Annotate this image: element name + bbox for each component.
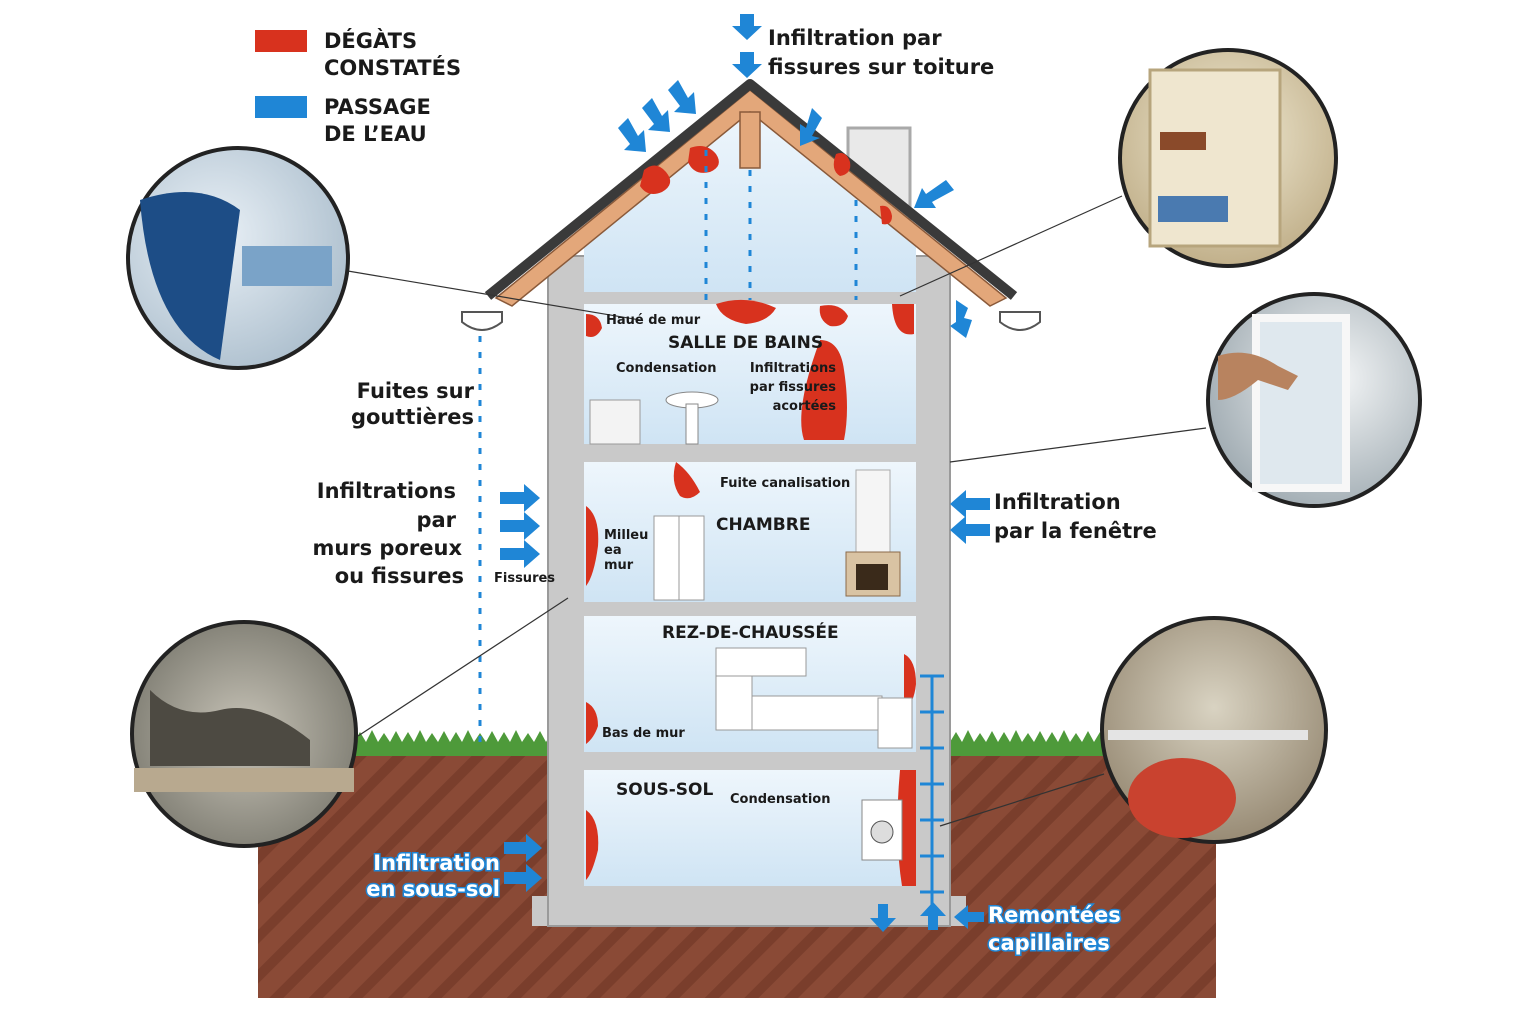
label-window-line1: Infiltration bbox=[994, 490, 1121, 514]
arrow-icon bbox=[504, 834, 542, 862]
legend-damage-line2: CONSTATÉS bbox=[324, 55, 461, 80]
label-basement-condensation: Condensation bbox=[730, 792, 830, 807]
washing-machine-icon bbox=[861, 799, 903, 861]
arrow-icon bbox=[920, 902, 946, 930]
drain-pipe bbox=[920, 674, 944, 920]
legend-water-line1: PASSAGE bbox=[324, 95, 431, 119]
legend-swatch-damage bbox=[255, 30, 307, 52]
label-walls-line4: ou fissures bbox=[335, 564, 464, 588]
arrow-icon bbox=[870, 904, 896, 932]
room-title-basement: SOUS-SOL bbox=[616, 780, 713, 800]
label-walls-line3: murs poreux bbox=[312, 536, 462, 560]
arrow-icon bbox=[800, 108, 822, 146]
label-bathroom-cracks-line3: acortées bbox=[773, 399, 837, 414]
label-basement-line2: en sous-sol bbox=[366, 877, 500, 901]
arrow-icon bbox=[500, 512, 540, 540]
photo-circle-pool-cover bbox=[126, 146, 350, 370]
arrow-icon bbox=[732, 14, 762, 40]
label-low-wall: Bas de mur bbox=[602, 726, 685, 741]
label-bathroom-cracks-line2: par fissures bbox=[750, 380, 837, 395]
photo-circle-window bbox=[1206, 292, 1422, 508]
arrow-icon bbox=[950, 516, 990, 544]
arrow-icon bbox=[668, 80, 696, 114]
gutter-icon bbox=[999, 311, 1041, 331]
label-bathroom-top-wall: Haué de mur bbox=[606, 313, 701, 328]
arrow-icon bbox=[732, 52, 762, 78]
arrow-icon bbox=[954, 905, 984, 929]
fireplace-icon bbox=[845, 469, 901, 597]
arrow-icon bbox=[618, 118, 646, 152]
label-bathroom-cracks-line1: Infiltrations bbox=[750, 361, 836, 376]
arrow-icon bbox=[950, 300, 972, 338]
photo-circle-cupboard bbox=[1118, 48, 1338, 268]
label-mid-wall-line3: mur bbox=[604, 558, 634, 573]
water-arrows bbox=[500, 14, 990, 932]
arrow-icon bbox=[950, 490, 990, 518]
room-basement bbox=[584, 770, 916, 886]
label-bathroom-condensation: Condensation bbox=[616, 361, 716, 376]
label-capillary-line1: Remontées bbox=[988, 903, 1121, 927]
label-fissures: Fissures bbox=[494, 571, 555, 586]
roof bbox=[484, 79, 1018, 307]
label-gutter-line2: gouttières bbox=[351, 405, 474, 429]
wardrobe-icon bbox=[653, 515, 705, 601]
label-pipe-leak: Fuite canalisation bbox=[720, 476, 850, 491]
photo-circle-damaged-wall bbox=[130, 620, 358, 848]
arrow-icon bbox=[642, 98, 670, 132]
damage-patches bbox=[586, 146, 916, 886]
label-gutter-line1: Fuites sur bbox=[357, 379, 475, 403]
water-drips bbox=[478, 150, 858, 748]
label-mid-wall-line1: Milleu bbox=[604, 528, 648, 543]
room-title-bathroom: SALLE DE BAINS bbox=[668, 333, 823, 353]
label-capillary-line2: capillaires bbox=[988, 931, 1110, 955]
gutter-icon bbox=[461, 311, 503, 331]
arrow-icon bbox=[500, 540, 540, 568]
label-basement-line1: Infiltration bbox=[373, 851, 500, 875]
arrow-icon bbox=[914, 180, 954, 208]
label-window-line2: par la fenêtre bbox=[994, 519, 1157, 543]
callout-lines bbox=[329, 195, 1207, 827]
photo-circle-boiler bbox=[1100, 616, 1328, 844]
arrow-icon bbox=[500, 484, 540, 512]
legend-water-line2: DE L’EAU bbox=[324, 122, 427, 146]
sink-icon bbox=[589, 391, 719, 445]
arrow-icon bbox=[504, 864, 542, 892]
label-walls-line1: Infiltrations bbox=[317, 479, 456, 503]
label-walls-line2: par bbox=[416, 508, 456, 532]
kitchen-icon bbox=[715, 647, 913, 749]
legend-damage-line1: DÉGÀTS bbox=[324, 28, 417, 53]
room-title-ground-floor: REZ-DE-CHAUSSÉE bbox=[662, 621, 839, 643]
label-roof-line1: Infiltration par bbox=[768, 26, 942, 50]
label-roof-line2: fissures sur toiture bbox=[768, 55, 994, 79]
label-mid-wall-line2: ea bbox=[604, 543, 622, 558]
legend-swatch-water bbox=[255, 96, 307, 118]
room-title-bedroom: CHAMBRE bbox=[716, 515, 810, 535]
